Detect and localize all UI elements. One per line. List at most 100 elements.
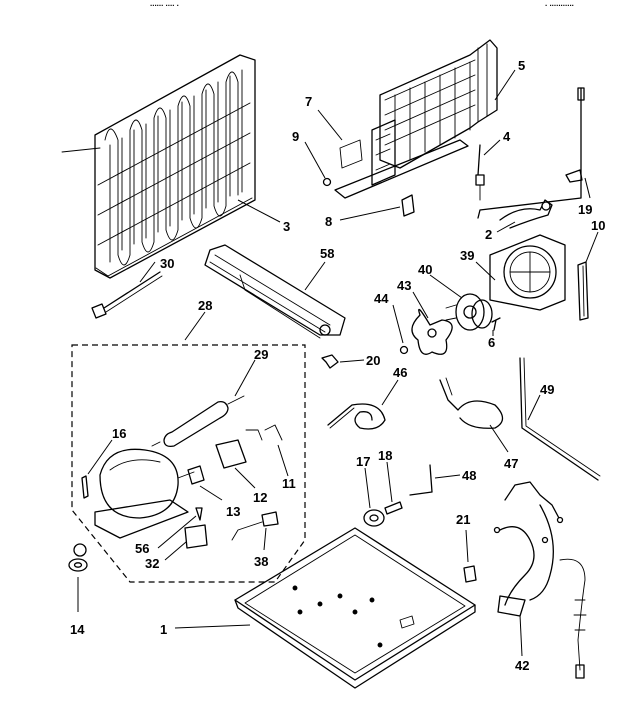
- leader-9: [304, 141, 326, 179]
- fan-shroud: [489, 234, 566, 311]
- leader-19: [584, 177, 591, 199]
- callout-4: 4: [503, 129, 511, 144]
- leader-48: [434, 474, 461, 479]
- screw-18: [384, 501, 403, 515]
- leader-49: [527, 394, 541, 421]
- screw-6: [491, 317, 501, 331]
- leader-11: [277, 444, 289, 477]
- leader-7: [317, 109, 343, 141]
- callout-2: 2: [485, 227, 492, 242]
- callout-12: 12: [253, 490, 267, 505]
- callout-58: 58: [320, 246, 334, 261]
- callout-47: 47: [504, 456, 518, 471]
- callout-21: 21: [456, 512, 470, 527]
- leader-13: [199, 485, 223, 501]
- callout-13: 13: [226, 504, 240, 519]
- relay-12: [215, 429, 263, 469]
- callout-19: 19: [578, 202, 592, 217]
- callout-39: 39: [460, 248, 474, 263]
- defrost-thermostat: [475, 144, 485, 201]
- condenser-coil: [61, 54, 256, 279]
- callout-44: 44: [374, 291, 389, 306]
- tube-48: [409, 464, 433, 496]
- callout-28: 28: [198, 298, 212, 313]
- bolt-16: [81, 475, 89, 499]
- leader-40: [429, 274, 463, 299]
- callout-38: 38: [254, 554, 268, 569]
- callout-30: 30: [160, 256, 174, 271]
- connector-38: [231, 511, 279, 541]
- callout-40: 40: [418, 262, 432, 277]
- callout-5: 5: [518, 58, 525, 73]
- leader-30: [139, 261, 156, 283]
- fan-blade: [411, 308, 453, 355]
- leader-38: [263, 527, 267, 551]
- leader-28: [184, 311, 206, 341]
- screw-56: [195, 507, 203, 521]
- leader-10: [585, 231, 599, 263]
- callout-11: 11: [282, 476, 296, 491]
- callout-1: 1: [160, 622, 167, 637]
- leader-16: [87, 439, 113, 475]
- fan-motor: [445, 293, 493, 331]
- callout-42: 42: [515, 658, 529, 673]
- drain-tube-46: [327, 403, 386, 430]
- leader-44: [392, 304, 404, 344]
- leader-43: [412, 291, 429, 319]
- clip-20: [321, 354, 339, 369]
- nut-44: [399, 345, 409, 355]
- header-fragment-right: . ...........: [545, 0, 574, 8]
- leader-20: [339, 359, 365, 363]
- header-fragment-left: ...... .... .: [150, 0, 179, 8]
- evaporator-assembly: [322, 39, 498, 217]
- leader-47: [489, 424, 509, 453]
- callout-3: 3: [283, 219, 290, 234]
- leader-4: [483, 139, 501, 156]
- callout-18: 18: [378, 448, 392, 463]
- leader-1: [174, 624, 251, 629]
- leader-42: [519, 614, 523, 657]
- leader-17: [364, 467, 371, 509]
- callout-46: 46: [393, 365, 407, 380]
- callout-29: 29: [254, 347, 268, 362]
- sensor-2: [499, 199, 553, 229]
- leader-3: [237, 199, 281, 223]
- callout-49: 49: [540, 382, 554, 397]
- wire-harness: [493, 481, 587, 679]
- tube-47: [439, 377, 504, 429]
- callout-48: 48: [462, 468, 476, 483]
- drier: [151, 395, 245, 448]
- leader-18: [386, 461, 393, 503]
- leader-58: [304, 261, 326, 291]
- callout-10: 10: [591, 218, 605, 233]
- callout-14: 14: [70, 622, 85, 637]
- callout-17: 17: [356, 454, 370, 469]
- callout-16: 16: [112, 426, 126, 441]
- leader-8: [339, 206, 401, 221]
- leader-5: [494, 69, 516, 101]
- callout-20: 20: [366, 353, 380, 368]
- leader-46: [381, 379, 399, 406]
- compressor: [73, 448, 195, 557]
- compressor-group-outline: [71, 344, 306, 583]
- leader-29: [234, 359, 256, 397]
- bolt-30: [91, 271, 163, 319]
- air-duct-58: [204, 244, 346, 339]
- heater-wire: [477, 87, 585, 219]
- tube-49: [519, 357, 601, 481]
- leader-2: [496, 221, 516, 233]
- leader-39: [475, 261, 496, 281]
- grommet-21: [463, 565, 477, 583]
- condenser-duct-10: [577, 261, 589, 321]
- grommet-17: [363, 509, 385, 527]
- wire-11: [264, 424, 283, 441]
- callout-32: 32: [145, 556, 159, 571]
- callout-43: 43: [397, 278, 411, 293]
- base-pan: [234, 527, 476, 689]
- leader-32: [164, 541, 187, 561]
- clip-13: [187, 465, 205, 485]
- callout-6: 6: [488, 335, 495, 350]
- callout-8: 8: [325, 214, 332, 229]
